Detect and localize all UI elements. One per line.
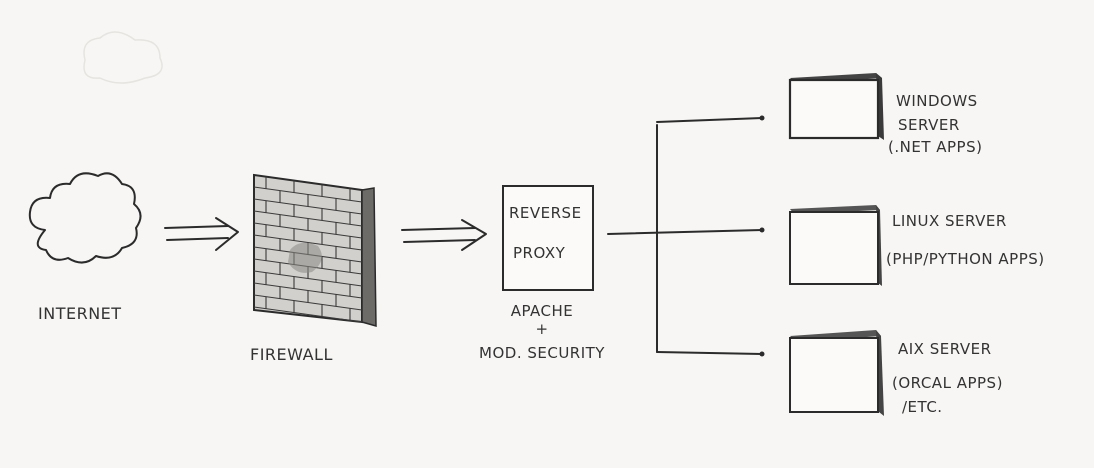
server-aix-line-3: /ETC. bbox=[902, 398, 943, 416]
connector-windows bbox=[656, 117, 763, 123]
cloud-icon bbox=[28, 172, 142, 264]
server-aix-line-2: (ORCAL APPS) bbox=[892, 374, 1003, 392]
arrow-firewall-proxy bbox=[401, 219, 487, 251]
connector-linux bbox=[607, 229, 763, 235]
proxy-caption-line-3: MOD. SECURITY bbox=[479, 344, 605, 362]
arrow-line bbox=[166, 237, 229, 241]
proxy-box-line-1: REVERSE bbox=[509, 204, 582, 222]
connector-aix bbox=[656, 351, 763, 355]
arrow-head bbox=[215, 217, 239, 251]
firewall-label: FIREWALL bbox=[250, 345, 333, 364]
arrow-line bbox=[164, 225, 229, 229]
firewall-node: FIREWALL bbox=[250, 173, 377, 364]
arrow-line bbox=[403, 239, 476, 243]
internet-node: INTERNET bbox=[28, 172, 142, 323]
firewall-bricks bbox=[253, 176, 363, 323]
firewall-hole bbox=[288, 242, 322, 273]
proxy-node: REVERSE PROXY APACHE + MOD. SECURITY bbox=[479, 185, 605, 362]
server-box bbox=[789, 337, 879, 413]
erased-sketch bbox=[83, 31, 163, 84]
server-box bbox=[788, 78, 880, 140]
proxy-caption-line-2: + bbox=[535, 320, 548, 338]
arrow-internet-firewall bbox=[164, 217, 239, 251]
server-windows-line-3: (.NET APPS) bbox=[888, 138, 982, 156]
connector-dot bbox=[759, 115, 765, 121]
proxy-box-line-2: PROXY bbox=[513, 244, 566, 262]
server-aix: AIX SERVER (ORCAL APPS) /ETC. bbox=[789, 330, 1003, 416]
server-windows-line-2: SERVER bbox=[898, 116, 960, 134]
server-linux-line-2: (PHP/PYTHON APPS) bbox=[886, 250, 1045, 268]
server-linux: LINUX SERVER (PHP/PYTHON APPS) bbox=[789, 205, 1045, 286]
firewall-side bbox=[361, 187, 377, 327]
arrow-head bbox=[461, 219, 487, 251]
arrow-line bbox=[401, 227, 476, 231]
connector-dot bbox=[759, 227, 765, 233]
connectors bbox=[607, 115, 765, 357]
server-aix-line-1: AIX SERVER bbox=[898, 340, 992, 358]
server-box bbox=[789, 211, 879, 285]
server-linux-line-1: LINUX SERVER bbox=[892, 212, 1007, 230]
brick-course bbox=[253, 306, 363, 323]
proxy-caption-line-1: APACHE bbox=[511, 302, 574, 320]
proxy-box bbox=[502, 185, 594, 291]
server-windows: WINDOWS SERVER (.NET APPS) bbox=[788, 73, 982, 156]
connector-dot bbox=[759, 351, 765, 357]
server-windows-line-1: WINDOWS bbox=[896, 92, 978, 110]
internet-label: INTERNET bbox=[38, 304, 122, 323]
